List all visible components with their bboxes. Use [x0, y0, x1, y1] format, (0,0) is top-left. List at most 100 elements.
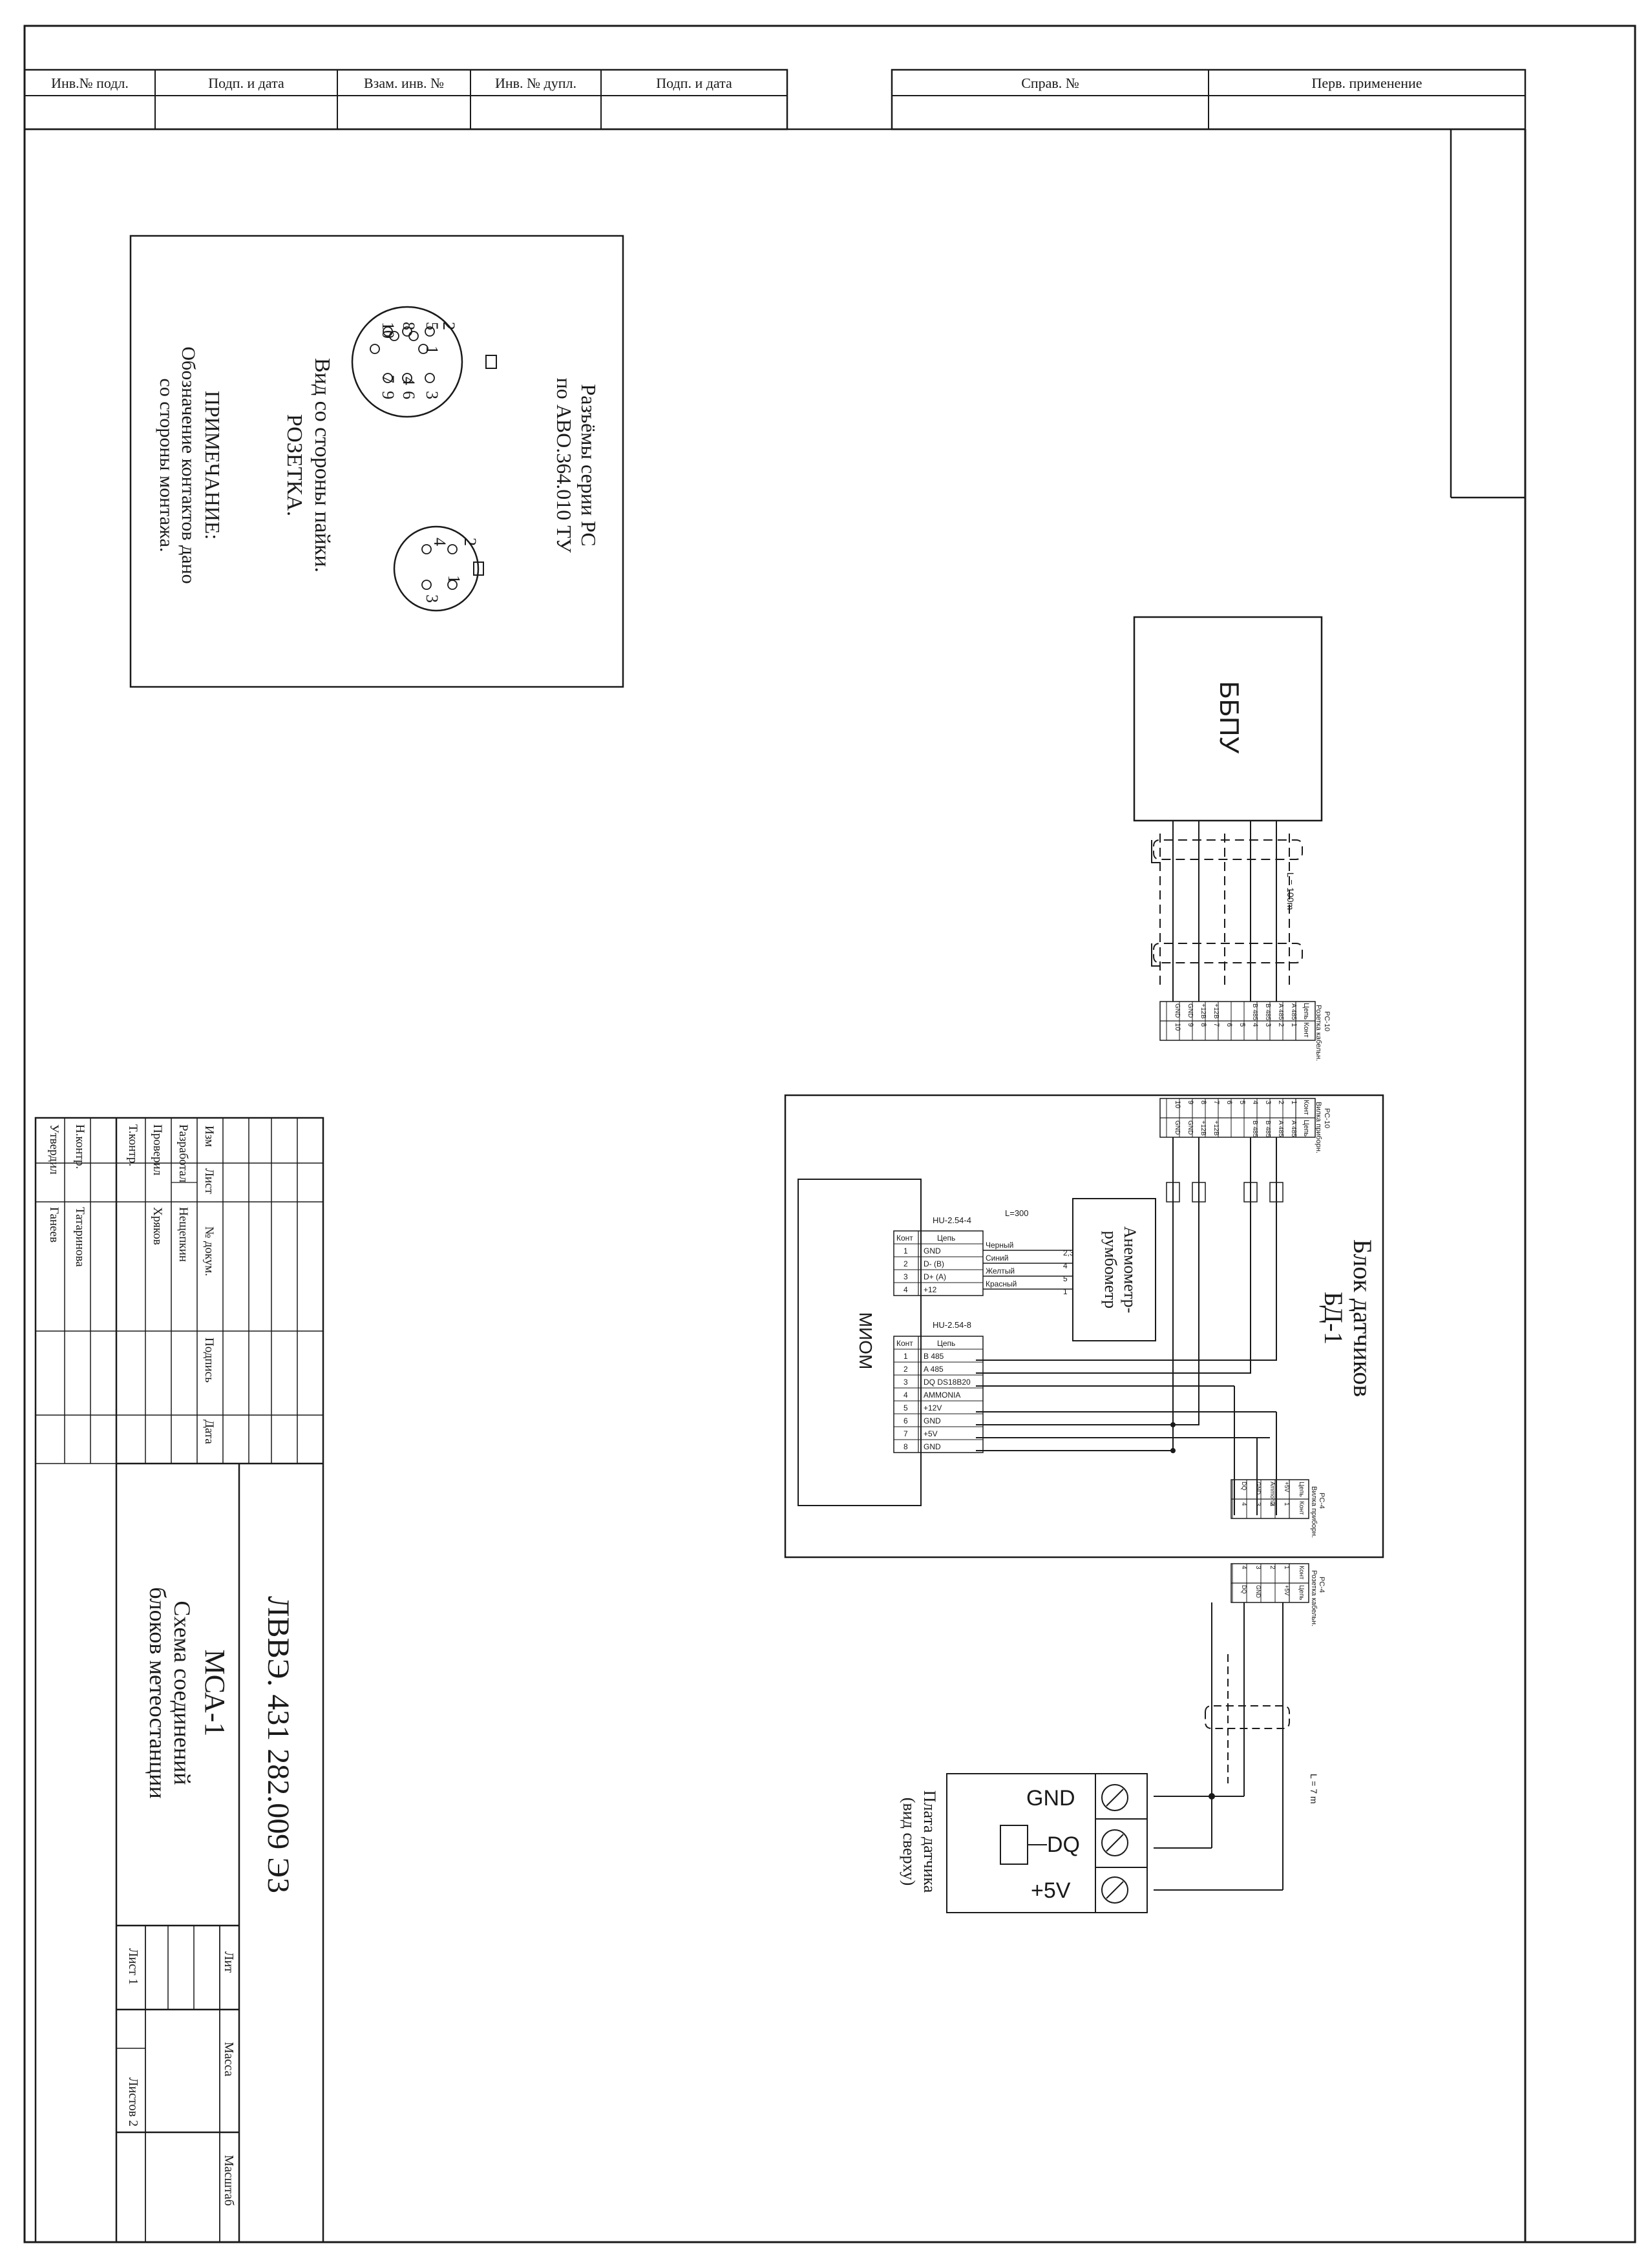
- rc10-row-cep: B 485: [1251, 1003, 1258, 1021]
- connector-10pin-face: 1 3 4 6 7 9 10 2 5 8: [351, 306, 497, 418]
- header-cell-sprav: Справ. №: [1021, 75, 1079, 91]
- rc4-row-cep: GND: [1255, 1482, 1262, 1495]
- sensor-board: GND DQ +5V Плата датчика (вид сверху): [900, 1773, 1148, 1913]
- pin10-4: 4: [399, 377, 418, 385]
- wire-color-label: Красный: [986, 1279, 1017, 1288]
- mass-label: Масса: [222, 2042, 236, 2077]
- connector-series-spec: по АВО.364.010 ТУ: [553, 378, 576, 553]
- rc10-row-kont: 7: [1212, 1100, 1220, 1104]
- title-block: Изм Лист № докум. Подпись Дата Разработа…: [34, 1117, 324, 2243]
- rc4-plug-title: РС-4: [1318, 1493, 1326, 1509]
- rc4-row-kont: 4: [1240, 1566, 1247, 1570]
- hu8-title: HU-2.54-8: [933, 1320, 971, 1330]
- anemometer-label-1: Анемометр-: [1121, 1226, 1139, 1314]
- rc10-plug-subtitle: Вилка приборн.: [1315, 1102, 1322, 1153]
- hu-row-cep: GND: [924, 1442, 941, 1451]
- rc10-row-cep: +12В: [1199, 1120, 1207, 1136]
- document-code: ЛВВЭ. 431 282.009 Э3: [261, 1596, 295, 1893]
- role-tcontrol: Т.контр.: [126, 1124, 140, 1166]
- cable-7m-length: L = 7 m: [1309, 1774, 1319, 1804]
- rc10-row-kont: 6: [1225, 1023, 1233, 1027]
- hu-row-cep: +12: [924, 1285, 937, 1294]
- rc10-row-kont: 2: [1277, 1100, 1285, 1104]
- rc10-row-kont: 8: [1199, 1023, 1207, 1027]
- rc10-plug-col-kont: Конт: [1302, 1100, 1310, 1115]
- rc10-row-kont: 9: [1187, 1023, 1194, 1027]
- hu4-title: HU-2.54-4: [933, 1215, 971, 1225]
- rc10-row-kont: 7: [1212, 1023, 1220, 1027]
- pin10-5: 5: [423, 322, 441, 330]
- anem-pin-4: 1: [1063, 1287, 1068, 1296]
- wire-color-label: Черный: [986, 1241, 1013, 1250]
- hu-row-cep: AMMONIA: [924, 1391, 960, 1400]
- rev-col-list: Лист: [202, 1168, 216, 1194]
- sensor-term-dq: DQ: [1047, 1832, 1080, 1857]
- connector-4pin-face: 1 2 3 4: [393, 525, 484, 612]
- rev-col-date: Дата: [202, 1420, 216, 1444]
- rc10-socket-col-kont: Конт: [1302, 1022, 1310, 1038]
- rc4-row-cep: DQ: [1241, 1482, 1247, 1491]
- rc10-row-kont: 8: [1199, 1100, 1207, 1104]
- rc4-row-cep: Ammonia: [1269, 1482, 1276, 1506]
- rc4-row-kont: 3: [1254, 1566, 1262, 1570]
- name-approver: Ганеев: [47, 1207, 61, 1243]
- rc4-row-cep: +5V: [1284, 1585, 1290, 1595]
- rc4-socket-title: РС-4: [1318, 1577, 1326, 1593]
- anemometer-cable-length: L=300: [1005, 1208, 1029, 1218]
- pin10-3: 3: [423, 391, 441, 399]
- rc10-row-kont: 5: [1238, 1100, 1246, 1104]
- header-cell-podp-date: Подп. и дата: [208, 75, 284, 91]
- rc10-socket-subtitle: Розетка кабельн.: [1315, 1005, 1322, 1061]
- pin4-2: 2: [461, 538, 480, 546]
- revision-grid: [36, 1118, 323, 1464]
- rc4-row-cep: +5V: [1284, 1482, 1290, 1492]
- hu4-col-cep: Цепь: [937, 1234, 955, 1243]
- wire-color-label: Синий: [986, 1254, 1008, 1263]
- product-name: МСА-1: [199, 1650, 231, 1737]
- hu-row-kont: 4: [903, 1285, 908, 1294]
- rc10-socket-table: РС-10 Розетка кабельн. Конт Цепь 1A 4852…: [1159, 1001, 1331, 1061]
- hu-row-cep: +12V: [924, 1403, 942, 1412]
- rc10-row-kont: 6: [1225, 1100, 1233, 1104]
- hu-row-kont: 1: [903, 1352, 908, 1361]
- sensor-term-gnd: GND: [1026, 1786, 1075, 1811]
- pin10-6: 6: [399, 391, 418, 399]
- rc10-row-cep: GND: [1187, 1120, 1194, 1135]
- anemometer-block: Анемометр- румбометр L=300 2,3 4 5 1: [1005, 1198, 1156, 1341]
- header-cell-inv-podl: Инв.№ подл.: [51, 75, 129, 91]
- header-right-stamp: Справ. № Перв. применение: [891, 68, 1527, 131]
- rc10-row-cep: B 485: [1251, 1120, 1258, 1138]
- hu-row-kont: 3: [903, 1272, 908, 1281]
- note-line-2: со стороны монтажа.: [156, 379, 177, 552]
- connector-reference-box: Разъёмы серии РС по АВО.364.010 ТУ Вид с…: [129, 235, 624, 688]
- pin10-2: 2: [439, 322, 458, 330]
- hu-row-kont: 7: [903, 1429, 908, 1438]
- hu-row-kont: 8: [903, 1442, 908, 1451]
- rc10-row-kont: 9: [1187, 1100, 1194, 1104]
- rc10-plug-table: РС-10 Вилка приборн. Конт Цепь 1A 4852A …: [1159, 1098, 1331, 1153]
- rc4-row-kont: 2: [1269, 1566, 1276, 1570]
- lit-label: Лит: [222, 1951, 236, 1973]
- rc10-row-cep: B 485: [1264, 1003, 1271, 1021]
- rc10-row-kont: 10: [1174, 1100, 1181, 1108]
- rc10-row-kont: 5: [1238, 1023, 1246, 1027]
- cable-7m: L = 7 m: [1154, 1602, 1319, 1891]
- internal-wires: [976, 1137, 1284, 1515]
- rc10-row-kont: 4: [1251, 1100, 1259, 1104]
- anemometer-label-2: румбометр: [1101, 1231, 1120, 1308]
- rc10-row-cep: A 485: [1277, 1120, 1284, 1137]
- title-desc-2: блоков метеостанции: [145, 1587, 171, 1799]
- sheet-number: Лист 1: [126, 1948, 140, 1985]
- view-side-label: Вид со стороны пайки.: [310, 358, 334, 572]
- rc10-row-cep: GND: [1187, 1003, 1194, 1018]
- rc4-plug-subtitle: Вилка приборн.: [1310, 1486, 1318, 1538]
- hu-row-cep: GND: [924, 1246, 941, 1255]
- hu-row-kont: 4: [903, 1391, 908, 1400]
- sensor-term-5v: +5V: [1031, 1878, 1071, 1903]
- hu-row-kont: 1: [903, 1246, 908, 1255]
- rc10-row-cep: A 485: [1290, 1120, 1297, 1137]
- title-desc-1: Схема соединений: [169, 1601, 195, 1785]
- hu-row-cep: DQ DS18B20: [924, 1378, 971, 1387]
- miom-block: МИОМ: [798, 1179, 922, 1506]
